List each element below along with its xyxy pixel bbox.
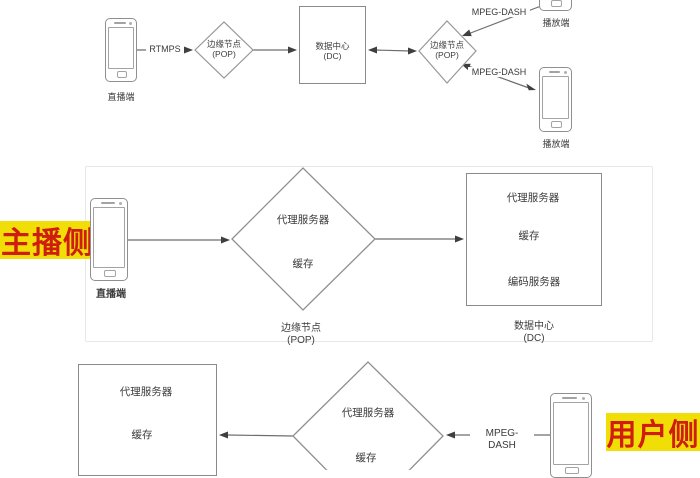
phone-home-button bbox=[551, 0, 562, 7]
phone-speaker bbox=[548, 71, 561, 73]
phone-screen bbox=[93, 207, 125, 268]
diamond-edge-node-2 bbox=[418, 20, 477, 84]
diamond-proxy-bottom bbox=[292, 361, 444, 470]
wire-diamond-proxybox bbox=[226, 434, 294, 437]
rtmps-wire-label: RTMPS bbox=[146, 44, 184, 54]
edge-node-caption-line2: (POP) bbox=[287, 335, 315, 346]
dc-proxy-text: 代理服务器 bbox=[506, 192, 560, 204]
phone-screen bbox=[542, 76, 569, 119]
user-side-badge: 用户侧 bbox=[606, 413, 700, 452]
proxy-box-cache-text: 缓存 bbox=[131, 429, 153, 441]
smartphone-icon-player-2 bbox=[539, 67, 572, 132]
phone-speaker bbox=[114, 22, 126, 24]
phone-home-button bbox=[565, 467, 579, 474]
data-center-caption-mid: 数据中心 (DC) bbox=[494, 321, 574, 345]
broadcaster-side-badge: 主播侧 bbox=[0, 221, 95, 260]
arrowhead-dc-pop2-left bbox=[368, 46, 377, 54]
edge-diamond-cache-text: 缓存 bbox=[292, 258, 314, 270]
broadcaster-phone-label-top: 直播端 bbox=[107, 92, 135, 102]
proxy-box-bottom bbox=[78, 364, 217, 476]
phone-screen bbox=[108, 27, 134, 69]
phone-camera-dot bbox=[128, 22, 132, 25]
mpeg-dash-upper-label: MPEG-DASH bbox=[468, 7, 530, 17]
bottom-diamond-proxy-text: 代理服务器 bbox=[341, 407, 395, 419]
smartphone-icon-user bbox=[550, 393, 592, 478]
data-center-line1: 数据中心 bbox=[315, 41, 350, 51]
edge-diamond-proxy-text: 代理服务器 bbox=[276, 214, 330, 226]
arrowhead-phone-diamond-bottom bbox=[446, 431, 455, 439]
phone-screen bbox=[553, 402, 589, 465]
bottom-diamond-cache-text: 缓存 bbox=[355, 452, 377, 464]
data-center-caption-line1: 数据中心 bbox=[514, 321, 554, 332]
edge-node-caption-line1: 边缘节点 bbox=[281, 323, 321, 334]
edge-node-2-text: 边缘节点 (POP) bbox=[417, 40, 477, 60]
arrowhead-player1-pop2 bbox=[462, 29, 472, 37]
data-center-caption-line2: (DC) bbox=[523, 333, 545, 344]
data-center-box-mid bbox=[466, 173, 602, 306]
data-center-line2: (DC) bbox=[323, 50, 342, 61]
edge-node-1-line2: (POP) bbox=[212, 48, 236, 59]
edge-node-2-line2: (POP) bbox=[435, 49, 459, 60]
arrowhead-dc-pop2-right bbox=[408, 47, 417, 55]
arrowhead-diamond-proxybox bbox=[219, 431, 228, 439]
mpeg-dash-lower-label: MPEG-DASH bbox=[468, 67, 530, 77]
diamond-edge-node-1 bbox=[194, 21, 254, 79]
smartphone-icon-broadcaster-mid bbox=[90, 198, 128, 281]
data-center-text-top: 数据中心 (DC) bbox=[300, 41, 365, 61]
proxy-box-proxy-text: 代理服务器 bbox=[119, 386, 173, 398]
player-phone-2-label: 播放端 bbox=[542, 139, 570, 149]
phone-home-button bbox=[103, 270, 117, 277]
mpeg-dash-bottom-label: MPEG-DASH bbox=[470, 428, 534, 452]
arrowhead-pop2-player2 bbox=[526, 83, 536, 91]
phone-speaker bbox=[562, 397, 578, 399]
arrowhead-pop-dc-mid bbox=[455, 235, 464, 243]
phone-camera-dot bbox=[582, 397, 586, 400]
arrowhead-broadcaster-pop bbox=[221, 236, 230, 244]
phone-home-button bbox=[116, 71, 128, 78]
arrowhead-pop1-dc bbox=[288, 46, 297, 54]
dc-cache-text: 缓存 bbox=[518, 230, 540, 242]
edge-node-2-line1: 边缘节点 bbox=[429, 40, 464, 50]
edge-node-1-line1: 边缘节点 bbox=[206, 39, 241, 49]
data-center-box-top bbox=[299, 6, 366, 84]
smartphone-icon-player-1 bbox=[539, 0, 572, 11]
dc-encoder-text: 编码服务器 bbox=[507, 276, 561, 288]
smartphone-icon-broadcaster-top bbox=[105, 18, 137, 82]
phone-camera-dot bbox=[118, 202, 122, 205]
edge-node-1-text: 边缘节点 (POP) bbox=[194, 39, 254, 59]
wire-dc-pop2 bbox=[373, 49, 412, 52]
broadcaster-phone-label-mid: 直播端 bbox=[96, 289, 126, 300]
phone-camera-dot bbox=[563, 71, 567, 74]
arrowhead-rtmps bbox=[184, 46, 193, 54]
edge-node-caption-mid: 边缘节点 (POP) bbox=[261, 323, 341, 347]
phone-home-button bbox=[551, 121, 562, 128]
player-phone-1-label: 播放端 bbox=[542, 18, 570, 28]
phone-speaker bbox=[101, 202, 115, 204]
diamond-edge-node-mid bbox=[231, 167, 376, 311]
